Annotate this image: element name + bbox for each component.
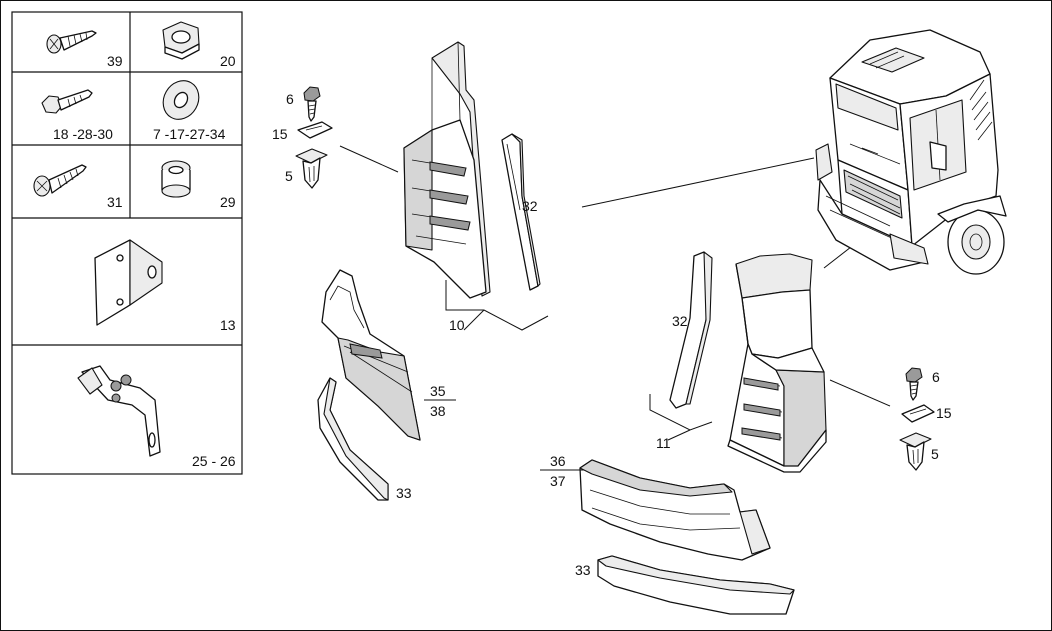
- left-label-6: 6: [286, 91, 294, 107]
- flange-nut-icon: [161, 160, 191, 198]
- left-label-33: 33: [396, 485, 412, 501]
- right-strip: [669, 251, 713, 409]
- hw-label-31: 31: [107, 194, 123, 210]
- hex-nut-icon: [162, 21, 200, 60]
- hw-label-20: 20: [220, 53, 236, 69]
- hardware-panel: 39 20 18 -28-30 7 -17-27-34 3: [11, 11, 243, 475]
- right-label-6: 6: [932, 369, 940, 385]
- mounting-plate-icon: [94, 239, 163, 326]
- washer-icon: [162, 80, 200, 120]
- left-label-32: 32: [522, 198, 538, 214]
- left-fastener-nut-icon: [295, 148, 328, 189]
- right-fastener-bolt-icon: [905, 367, 923, 401]
- hw-label-39: 39: [107, 53, 123, 69]
- right-corner-piece: [579, 459, 771, 561]
- right-assembly: 32 11 6 15: [540, 251, 952, 615]
- left-label-35: 35: [430, 383, 446, 399]
- hw-label-7-17-27-34: 7 -17-27-34: [153, 126, 226, 142]
- left-fastener-clip-icon: [297, 121, 333, 139]
- left-step-panel: [403, 41, 491, 299]
- hw-label-29: 29: [220, 194, 236, 210]
- right-label-33: 33: [575, 562, 591, 578]
- left-label-10: 10: [449, 317, 465, 333]
- left-label-38: 38: [430, 403, 446, 419]
- screw-icon: [46, 30, 97, 54]
- left-trim-strip: [317, 377, 389, 501]
- truck-cab-illustration: [815, 29, 1007, 275]
- left-fastener-bolt-icon: [303, 86, 321, 122]
- bracket-icon: [77, 365, 161, 457]
- right-step-panel: [727, 253, 827, 473]
- left-corner-piece: [321, 269, 421, 441]
- left-label-5: 5: [285, 168, 293, 184]
- left-strip: [501, 133, 541, 291]
- hw-label-25-26: 25 - 26: [192, 453, 236, 469]
- hex-bolt-icon: [41, 89, 93, 114]
- right-label-32: 32: [672, 313, 688, 329]
- tapping-screw-icon: [33, 164, 87, 197]
- left-label-15: 15: [272, 126, 288, 142]
- right-label-15: 15: [936, 405, 952, 421]
- hw-label-18-28-30: 18 -28-30: [53, 126, 113, 142]
- right-label-5: 5: [931, 446, 939, 462]
- left-assembly: 6 15 5 10: [272, 41, 549, 501]
- right-fastener-nut-icon: [899, 432, 932, 471]
- right-fastener-clip-icon: [901, 404, 935, 423]
- right-label-37: 37: [550, 473, 566, 489]
- right-label-36: 36: [550, 453, 566, 469]
- right-label-11: 11: [656, 435, 671, 451]
- hw-label-13: 13: [220, 317, 236, 333]
- right-trim-strip: [597, 555, 795, 615]
